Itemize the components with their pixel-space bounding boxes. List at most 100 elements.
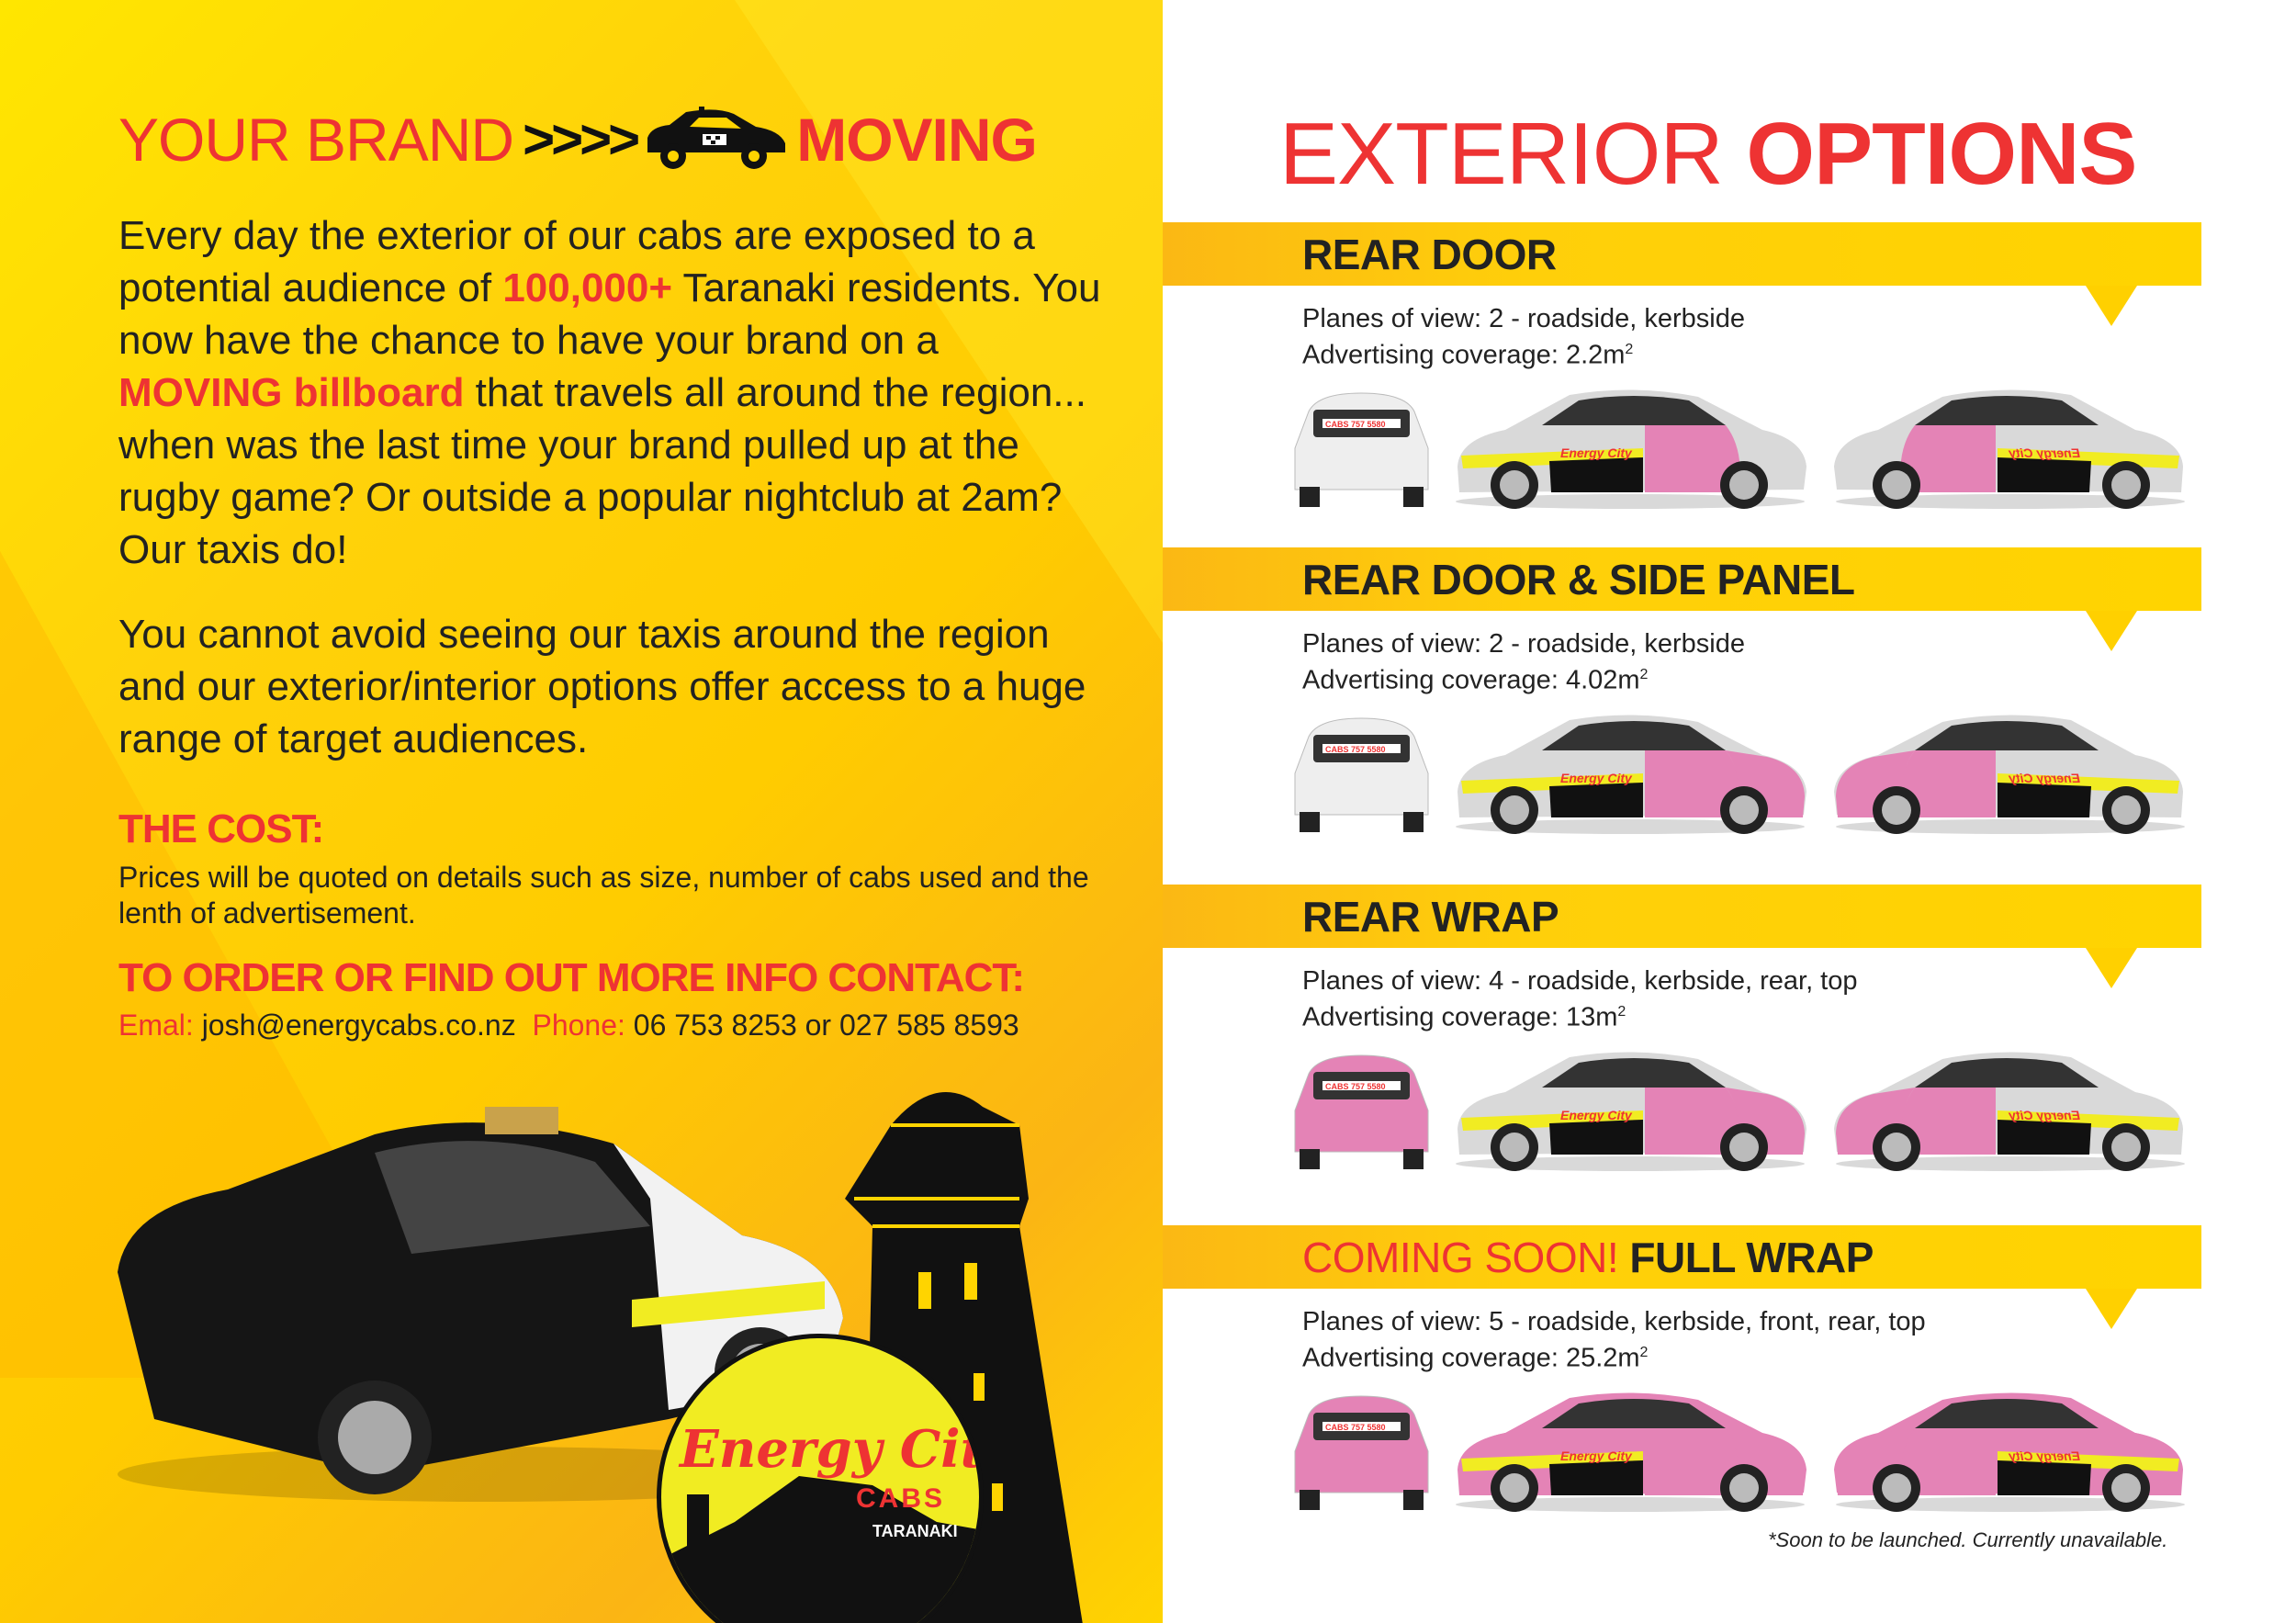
- svg-text:Energy City: Energy City: [1560, 1448, 1633, 1463]
- section-title: REAR DOOR & SIDE PANEL: [1302, 556, 1855, 603]
- intro-text: Taranaki residents. You now have the cha…: [118, 265, 1101, 363]
- banner-pointer: [2086, 948, 2137, 988]
- coverage-value: 2.2m: [1565, 340, 1626, 370]
- section-heading: REAR WRAP: [1302, 892, 1559, 941]
- intro-text: Every day the exterior of our cabs are e…: [118, 213, 1035, 310]
- section-banner: [1163, 547, 2201, 611]
- planes-value: 2 - roadside, kerbside: [1489, 629, 1745, 659]
- planes-label: Planes of view:: [1302, 966, 1482, 996]
- intro-paragraph: Every day the exterior of our cabs are e…: [118, 209, 1110, 576]
- exterior-options-title: EXTERIOR OPTIONS: [1279, 99, 2137, 209]
- banner-pointer: [2086, 611, 2137, 651]
- car-views: CABS 757 5580 Energy City Energy City: [1290, 1046, 2209, 1175]
- taxi-icon: [647, 107, 786, 169]
- background-facet: [735, 0, 1163, 643]
- section-info: Planes of view: 5 - roadside, kerbside, …: [1302, 1306, 1926, 1374]
- audience-highlight: 100,000+: [502, 265, 673, 310]
- planes-label: Planes of view:: [1302, 304, 1482, 333]
- svg-text:CABS 757 5580: CABS 757 5580: [1325, 1082, 1386, 1091]
- planes-label: Planes of view:: [1302, 1307, 1482, 1336]
- title-part2: MOVING: [796, 106, 1038, 174]
- svg-text:Energy City: Energy City: [2008, 771, 2080, 785]
- coverage-value: 4.02m: [1565, 665, 1640, 695]
- planes-value: 2 - roadside, kerbside: [1489, 304, 1745, 333]
- banner-pointer: [2086, 286, 2137, 326]
- section-heading: REAR DOOR: [1302, 230, 1557, 279]
- svg-text:Energy City: Energy City: [1560, 445, 1633, 460]
- cost-heading: THE COST:: [118, 806, 324, 851]
- car-views: CABS 757 5580 Energy City Energy City: [1290, 1387, 2209, 1516]
- car-rear-view: CABS 757 5580: [1290, 384, 1433, 517]
- car-views: CABS 757 5580 Energy City Energy City: [1290, 709, 2209, 838]
- coverage-label: Advertising coverage:: [1302, 340, 1559, 370]
- svg-text:CABS 757 5580: CABS 757 5580: [1325, 745, 1386, 754]
- planes-value: 5 - roadside, kerbside, front, rear, top: [1489, 1307, 1926, 1336]
- coming-soon-label: COMING SOON!: [1302, 1234, 1630, 1281]
- svg-text:Energy City: Energy City: [2008, 445, 2080, 460]
- coverage-value: 25.2m: [1565, 1343, 1640, 1373]
- car-views: CABS 757 5580 Energy City Energy City: [1290, 384, 2209, 513]
- planes-value: 4 - roadside, kerbside, rear, top: [1489, 966, 1858, 996]
- car-roadside-view: Energy City: [1450, 709, 1810, 842]
- option-section-rear-wrap: REAR WRAP Planes of view: 4 - roadside, …: [1163, 885, 2296, 1197]
- phone-numbers: 06 753 8253 or 027 585 8593: [633, 1009, 1019, 1042]
- title-options: OPTIONS: [1746, 105, 2137, 203]
- planes-of-view: Planes of view: 2 - roadside, kerbside: [1302, 303, 1745, 334]
- logo-region: TARANAKI: [872, 1522, 958, 1540]
- cost-text: Prices will be quoted on details such as…: [118, 861, 1089, 930]
- advertising-coverage: Advertising coverage: 13m2: [1302, 1002, 1626, 1032]
- svg-text:CABS 757 5580: CABS 757 5580: [1325, 420, 1386, 429]
- section-heading: COMING SOON! FULL WRAP: [1302, 1233, 1874, 1282]
- logo-name: Energy City: [680, 1419, 984, 1480]
- left-panel: YOUR BRAND >>>> MOVING Every day the ext…: [0, 0, 1163, 1623]
- section-title: REAR WRAP: [1302, 893, 1559, 941]
- contact-heading: TO ORDER OR FIND OUT MORE INFO CONTACT:: [118, 955, 1025, 1000]
- coverage-label: Advertising coverage:: [1302, 1343, 1559, 1373]
- email-label: Emal:: [118, 1009, 194, 1042]
- svg-text:Energy City: Energy City: [2008, 1448, 2080, 1463]
- option-section-rear-door: REAR DOOR Planes of view: 2 - roadside, …: [1163, 222, 2296, 535]
- coverage-value: 13m: [1565, 1002, 1618, 1032]
- advertising-coverage: Advertising coverage: 2.2m2: [1302, 340, 1634, 370]
- section-banner: [1163, 1225, 2201, 1289]
- car-roadside-view: Energy City: [1450, 1046, 1810, 1179]
- car-rear-view: CABS 757 5580: [1290, 1046, 1433, 1179]
- section-info: Planes of view: 4 - roadside, kerbside, …: [1302, 965, 1858, 1033]
- right-panel: EXTERIOR OPTIONS REAR DOOR Planes of vie…: [1163, 0, 2296, 1623]
- section-info: Planes of view: 2 - roadside, kerbside A…: [1302, 303, 1745, 371]
- svg-text:Energy City: Energy City: [1560, 771, 1633, 785]
- planes-of-view: Planes of view: 4 - roadside, kerbside, …: [1302, 965, 1858, 997]
- car-roadside-view: Energy City: [1450, 384, 1810, 517]
- section-info: Planes of view: 2 - roadside, kerbside A…: [1302, 628, 1745, 696]
- title-part1: YOUR BRAND: [118, 106, 514, 174]
- section-banner: [1163, 222, 2201, 286]
- svg-text:CABS 757 5580: CABS 757 5580: [1325, 1423, 1386, 1432]
- energy-city-logo: Energy City CABS TARANAKI: [657, 1334, 984, 1623]
- advertising-coverage: Advertising coverage: 4.02m2: [1302, 665, 1649, 695]
- planes-label: Planes of view:: [1302, 629, 1482, 659]
- second-paragraph: You cannot avoid seeing our taxis around…: [118, 612, 1086, 761]
- car-kerbside-view: Energy City: [1830, 709, 2190, 842]
- phone-label: Phone:: [532, 1009, 625, 1042]
- brand-moving-title: YOUR BRAND >>>> MOVING: [118, 103, 1038, 176]
- email-link[interactable]: josh@energycabs.co.nz: [201, 1009, 516, 1042]
- option-section-door-panel: REAR DOOR & SIDE PANEL Planes of view: 2…: [1163, 547, 2296, 860]
- car-roadside-view: Energy City: [1450, 1387, 1810, 1520]
- planes-of-view: Planes of view: 2 - roadside, kerbside: [1302, 628, 1745, 659]
- section-title: REAR DOOR: [1302, 231, 1557, 278]
- title-arrows: >>>>: [523, 108, 640, 170]
- planes-of-view: Planes of view: 5 - roadside, kerbside, …: [1302, 1306, 1926, 1337]
- svg-text:Energy City: Energy City: [2008, 1108, 2080, 1122]
- car-kerbside-view: Energy City: [1830, 1387, 2190, 1520]
- title-exterior: EXTERIOR: [1279, 105, 1724, 203]
- banner-pointer: [2086, 1289, 2137, 1329]
- coverage-label: Advertising coverage:: [1302, 665, 1559, 695]
- section-heading: REAR DOOR & SIDE PANEL: [1302, 555, 1855, 604]
- section-title: FULL WRAP: [1629, 1234, 1874, 1281]
- section-banner: [1163, 885, 2201, 948]
- contact-line: Emal: josh@energycabs.co.nz Phone: 06 75…: [118, 1008, 1019, 1043]
- logo-sub: CABS: [856, 1483, 946, 1514]
- car-rear-view: CABS 757 5580: [1290, 709, 1433, 842]
- svg-text:Energy City: Energy City: [1560, 1108, 1633, 1122]
- billboard-highlight: MOVING billboard: [118, 370, 465, 415]
